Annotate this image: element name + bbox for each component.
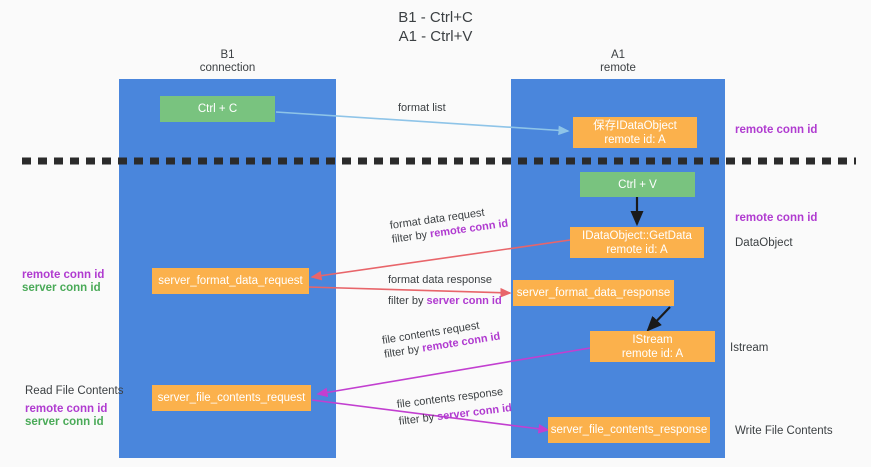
column-header-a1-name: A1	[610, 49, 626, 61]
node-server-format-data-request-label: server_format_data_request	[158, 275, 303, 287]
filter-by-prefix: filter by	[388, 295, 427, 307]
edge-label-format-data-response-line2: filter by server conn id	[388, 294, 502, 308]
node-ctrl-v-label: Ctrl + V	[618, 178, 657, 191]
node-idataobject[interactable]: 保存IDataObject remote id: A	[573, 117, 697, 148]
edge-label-format-list: format list	[398, 101, 446, 115]
node-ctrl-v[interactable]: Ctrl + V	[580, 172, 695, 197]
node-ctrl-c-label: Ctrl + C	[197, 103, 238, 115]
node-istream-line1: IStream	[632, 333, 673, 346]
column-header-a1: A1 remote	[511, 49, 725, 75]
annotation-left-remote-conn-id-mid: remote conn id	[22, 269, 105, 281]
filter-by-prefix: filter by	[398, 411, 438, 428]
node-getdata-line1: IDataObject::GetData	[582, 229, 692, 242]
annotation-right-write-file-contents: Write File Contents	[735, 425, 833, 437]
annotation-left-remote-conn-id-bottom: remote conn id	[25, 403, 108, 415]
column-header-b1-name: B1	[220, 49, 235, 61]
node-server-file-contents-request[interactable]: server_file_contents_request	[152, 385, 311, 411]
annotation-right-istream: Istream	[730, 342, 769, 354]
column-header-a1-role: remote	[600, 62, 636, 74]
edge-label-format-data-response: format data response filter by server co…	[388, 273, 502, 308]
annotation-right-remote-conn-id-top: remote conn id	[735, 124, 818, 136]
node-server-file-contents-response[interactable]: server_file_contents_response	[548, 417, 710, 443]
node-server-file-contents-request-label: server_file_contents_request	[157, 392, 306, 404]
column-header-b1-role: connection	[199, 62, 256, 74]
node-server-format-data-request[interactable]: server_format_data_request	[152, 268, 309, 294]
edge-label-file-contents-request: file contents request filter by remote c…	[381, 316, 501, 362]
node-server-format-data-response[interactable]: server_format_data_response	[513, 280, 674, 306]
filter-by-server-conn-id: server conn id	[426, 295, 502, 307]
title-line-2: A1 - Ctrl+V	[398, 28, 473, 45]
filter-by-prefix: filter by	[391, 228, 431, 246]
column-header-b1: B1 connection	[119, 49, 336, 75]
edge-label-file-contents-response: file contents response filter by server …	[396, 384, 513, 429]
node-idataobject-getdata[interactable]: IDataObject::GetData remote id: A	[570, 227, 704, 258]
node-istream-line2: remote id: A	[621, 347, 684, 360]
node-ctrl-c[interactable]: Ctrl + C	[160, 96, 275, 122]
node-server-file-contents-response-label: server_file_contents_response	[550, 424, 708, 436]
edge-label-format-list-text: format list	[398, 102, 446, 114]
annotation-left-server-conn-id-mid: server conn id	[22, 282, 101, 294]
node-getdata-line2: remote id: A	[606, 243, 668, 256]
annotation-right-dataobject: DataObject	[735, 237, 793, 249]
node-idataobject-line1: 保存IDataObject	[593, 119, 677, 132]
node-idataobject-line2: remote id: A	[604, 133, 666, 146]
node-istream[interactable]: IStream remote id: A	[590, 331, 715, 362]
title-line-1: B1 - Ctrl+C	[398, 9, 473, 26]
edge-label-format-data-response-line1: format data response	[388, 274, 492, 286]
annotation-right-remote-conn-id-mid: remote conn id	[735, 212, 818, 224]
node-server-format-data-response-label: server_format_data_response	[516, 287, 671, 299]
edge-label-format-data-request: format data request filter by remote con…	[389, 203, 509, 247]
annotation-left-server-conn-id-bottom: server conn id	[25, 416, 104, 428]
page-title: B1 - Ctrl+C A1 - Ctrl+V	[0, 8, 871, 46]
annotation-left-read-file-contents: Read File Contents	[25, 385, 124, 397]
